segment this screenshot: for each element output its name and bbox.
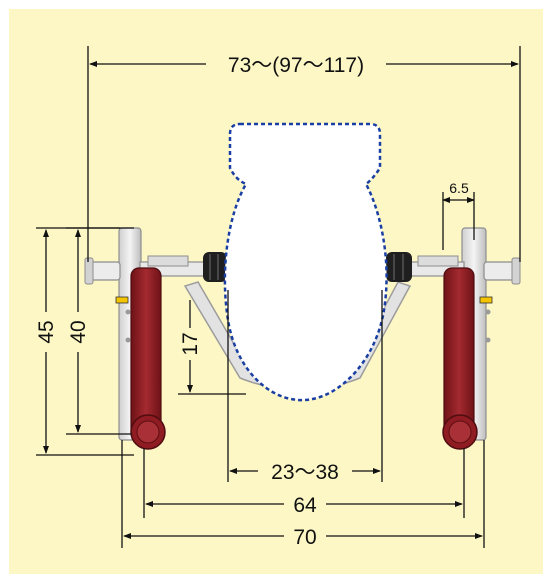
overall-width-label: 73〜(97〜117) (228, 54, 364, 77)
left-side-screw (89, 261, 121, 281)
bracket-width-label: 6.5 (449, 180, 469, 196)
adjust-knob-icon (386, 252, 412, 282)
height-inner-label: 40 (67, 320, 90, 343)
seat-gap-label: 23〜38 (271, 461, 339, 484)
right-side-screw (483, 261, 515, 281)
inner-width-label: 64 (293, 494, 317, 517)
right-screw-cap (511, 257, 521, 285)
latch-icon (479, 296, 493, 304)
apparatus (84, 122, 521, 450)
right-clamp-plate (417, 255, 459, 267)
latch-icon (115, 296, 129, 304)
right-side-assembly (386, 227, 521, 450)
left-clamp-plate (147, 255, 189, 267)
clamp-height-label: 17 (179, 332, 202, 355)
adjust-knob-icon (203, 252, 227, 282)
outer-width-label: 70 (293, 526, 316, 549)
armrest-left-icon (130, 267, 162, 439)
dimension-lines (36, 46, 521, 548)
left-screw-cap (84, 257, 94, 285)
left-side-assembly (84, 227, 227, 450)
height-outer-label: 45 (35, 320, 58, 343)
armrest-right-icon (443, 267, 475, 439)
toilet-seat-icon (223, 122, 388, 402)
